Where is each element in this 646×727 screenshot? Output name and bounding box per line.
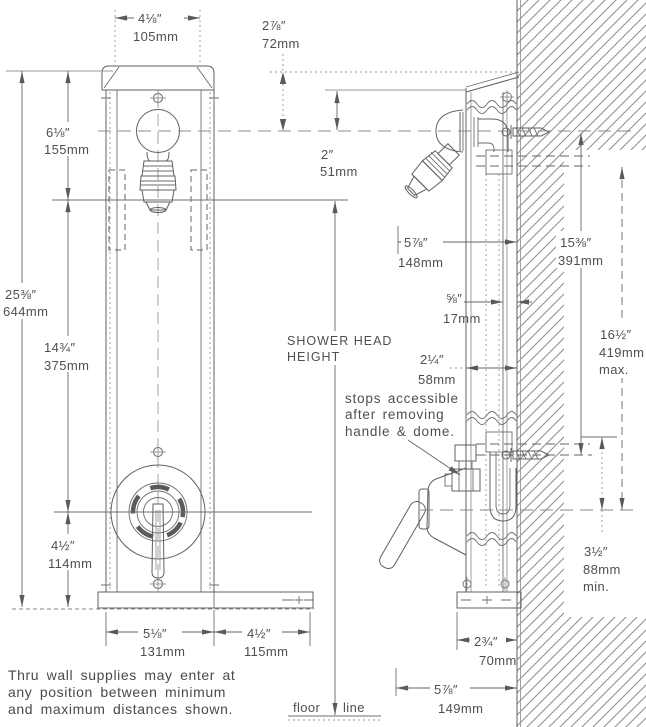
dim-supply-max-in: 16½″ [600, 327, 632, 342]
dim-head-to-valve-in: 14¾″ [44, 340, 76, 355]
dim-valve-to-floor: 4½″ 114mm [46, 511, 94, 607]
dim-head-drop: 2″ 51mm [320, 90, 358, 179]
mounting-base-front [97, 591, 314, 609]
dim-top-to-head-mm: 155mm [44, 142, 89, 157]
dim-panel-depth: 2¼″ 58mm [418, 352, 517, 387]
dim-base-width-in: 5⅛″ [143, 626, 167, 641]
mounting-brackets-front [108, 169, 208, 251]
dim-head-to-wall-mm: 148mm [398, 255, 443, 270]
dim-base-width-mm: 131mm [140, 644, 185, 659]
floor-line-label: floor line [288, 700, 381, 721]
stops-note: stops accessible after removing handle &… [345, 391, 461, 476]
dim-panel-gap: ⅝″ 17mm [443, 291, 532, 326]
dim-valve-to-floor-in: 4½″ [51, 538, 75, 553]
side-panel [465, 88, 517, 592]
supply-stops [444, 444, 481, 492]
floor-label-right: line [343, 700, 365, 715]
dim-base-width: 5⅛″ 131mm 4½″ 115mm [105, 610, 311, 659]
side-top-cap [465, 71, 520, 104]
dim-head-offset-in: 2⅞″ [262, 18, 286, 33]
dim-supply-min-in: 3½″ [584, 544, 608, 559]
thru-wall-note-line1: Thru wall supplies may enter at [8, 667, 235, 683]
dim-handle-to-wall-mm: 149mm [438, 701, 483, 716]
dim-top-to-head-in: 6⅛″ [46, 125, 70, 140]
supply-lines-upper [476, 155, 590, 167]
stops-note-line1: stops accessible [345, 391, 459, 406]
dim-top-to-head: 6⅛″ 155mm [42, 70, 94, 200]
dim-handle-to-wall: 5⅞″ 149mm [395, 668, 517, 716]
dim-panel-depth-mm: 58mm [418, 372, 456, 387]
dim-head-drop-mm: 51mm [320, 164, 358, 179]
dim-supply-span-min: 3½″ 88mm min. [581, 436, 621, 594]
u-trap-pipe [489, 452, 517, 522]
dim-panel-gap-mm: 17mm [443, 311, 481, 326]
dim-supply-span-max: 16½″ 419mm max. [596, 166, 646, 510]
front-view [12, 65, 314, 610]
reference-lines [6, 70, 640, 513]
supply-lines-lower [476, 431, 592, 456]
valve-handle-side [379, 467, 467, 570]
dim-head-to-supply-mm: 391mm [558, 253, 603, 268]
dim-valve-to-floor-mm: 114mm [48, 556, 92, 571]
side-view [379, 71, 592, 609]
thru-wall-note-line2: any position between minimum [8, 684, 226, 700]
dim-shower-head-height: SHOWER HEAD HEIGHT [284, 200, 392, 715]
dim-supply-max-qual: max. [599, 362, 629, 377]
shower-head-height-line2: HEIGHT [287, 350, 340, 364]
dim-top-width-mm: 105mm [133, 29, 178, 44]
dim-handle-to-wall-in: 5⅞″ [434, 682, 458, 697]
valve-handle-front [151, 503, 165, 579]
dim-base-depth-in: 2¾″ [474, 634, 498, 649]
shower-head-height-line1: SHOWER HEAD [287, 334, 392, 348]
dim-panel-depth-in: 2¼″ [420, 352, 444, 367]
dim-head-offset-mm: 72mm [262, 36, 300, 51]
shower-head-side [404, 109, 464, 199]
wall-screw-upper [501, 125, 551, 139]
dim-supply-min-mm: 88mm [583, 562, 621, 577]
dim-base-depth: 2¾″ 70mm [456, 612, 517, 668]
dim-head-offset: 2⅞″ 72mm [262, 18, 300, 131]
dim-base-ext-mm: 115mm [244, 644, 288, 659]
panel-screws-front [101, 90, 219, 592]
dim-head-drop-in: 2″ [321, 147, 334, 162]
stops-note-line3: handle & dome. [345, 424, 455, 439]
dim-head-to-valve: 14¾″ 375mm [40, 199, 96, 512]
stops-note-line2: after removing [345, 407, 445, 422]
mounting-base-side [456, 577, 522, 609]
supply-elbow-upper [473, 117, 513, 175]
dim-supply-min-qual: min. [583, 579, 609, 594]
dim-head-to-supply: 15⅜″ 391mm [556, 132, 608, 455]
thru-wall-note-line3: and maximum distances shown. [8, 701, 233, 717]
front-top-cap [101, 65, 215, 91]
dim-base-ext-in: 4½″ [247, 626, 271, 641]
dim-top-width-in: 4⅛″ [138, 11, 162, 26]
dim-head-to-wall-in: 5⅞″ [404, 235, 428, 250]
dim-head-to-supply-in: 15⅜″ [560, 235, 592, 250]
dim-panel-gap-in: ⅝″ [446, 291, 462, 306]
dim-head-to-wall: 5⅞″ 148mm [397, 226, 517, 270]
wall-screw-lower [501, 448, 551, 462]
dim-head-to-valve-mm: 375mm [44, 358, 89, 373]
dim-overall-height: 25⅜″ 644mm [0, 70, 58, 607]
dim-overall-mm: 644mm [3, 304, 48, 319]
dim-supply-max-mm: 419mm [599, 345, 644, 360]
floor-label-left: floor [293, 700, 321, 715]
dim-overall-in: 25⅜″ [5, 287, 37, 302]
dim-top-width: 4⅛″ 105mm [114, 9, 201, 66]
thru-wall-note: Thru wall supplies may enter at any posi… [8, 667, 235, 717]
dim-base-depth-mm: 70mm [479, 653, 517, 668]
